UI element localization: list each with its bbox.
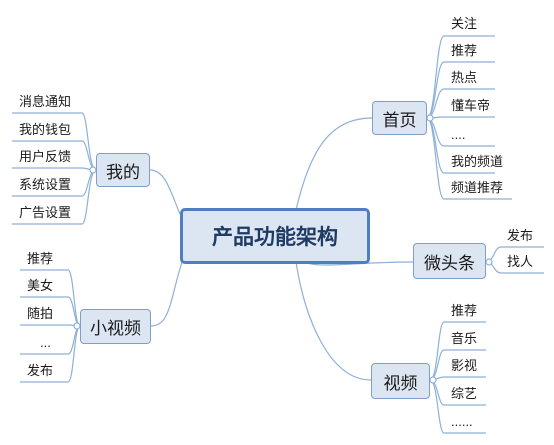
leaf-video-film[interactable]: 影视 xyxy=(451,358,478,373)
branch-micro[interactable]: 微头条 xyxy=(413,243,486,279)
leaf-home-more[interactable]: .... xyxy=(451,127,466,142)
leaf-mine-settings[interactable]: 系统设置 xyxy=(19,177,72,192)
leaf-small-beauty[interactable]: 美女 xyxy=(27,278,54,293)
leaf-home-recommend[interactable]: 推荐 xyxy=(451,43,478,58)
branch-small-video[interactable]: 小视频 xyxy=(80,309,151,344)
leaf-video-music[interactable]: 音乐 xyxy=(451,331,478,346)
leaf-video-recommend[interactable]: 推荐 xyxy=(451,303,478,318)
branch-video-label: 视频 xyxy=(383,373,418,393)
branch-micro-label: 微头条 xyxy=(424,253,475,273)
branch-home-label: 首页 xyxy=(382,110,417,130)
leaf-small-publish[interactable]: 发布 xyxy=(27,363,54,378)
leaf-small-recommend[interactable]: 推荐 xyxy=(27,251,54,266)
leaf-home-channel-recommend[interactable]: 频道推荐 xyxy=(451,180,504,195)
leaf-mine-notifications[interactable]: 消息通知 xyxy=(19,94,72,109)
branch-small-video-label: 小视频 xyxy=(90,319,141,338)
root-label: 产品功能架构 xyxy=(212,226,338,249)
root-node[interactable]: 产品功能架构 xyxy=(180,208,370,264)
leaf-mine-wallet[interactable]: 我的钱包 xyxy=(19,122,72,137)
branch-mine[interactable]: 我的 xyxy=(96,153,150,187)
leaf-small-more[interactable]: ... xyxy=(40,335,51,350)
leaf-micro-publish[interactable]: 发布 xyxy=(507,228,534,243)
leaf-micro-find-people[interactable]: 找人 xyxy=(507,254,534,269)
leaf-home-hot[interactable]: 热点 xyxy=(451,70,478,85)
leaf-small-snapshot[interactable]: 随拍 xyxy=(27,306,54,321)
branch-home[interactable]: 首页 xyxy=(372,101,427,135)
leaf-mine-ad-settings[interactable]: 广告设置 xyxy=(19,205,72,220)
leaf-video-more[interactable]: ...... xyxy=(451,414,473,429)
branch-mine-label: 我的 xyxy=(106,162,140,182)
leaf-home-follow[interactable]: 关注 xyxy=(451,16,478,31)
leaf-home-dongchedi[interactable]: 懂车帝 xyxy=(451,98,491,113)
leaf-home-my-channels[interactable]: 我的频道 xyxy=(451,154,504,169)
leaf-video-variety[interactable]: 综艺 xyxy=(451,386,478,401)
leaf-mine-feedback[interactable]: 用户反馈 xyxy=(19,149,72,164)
branch-video[interactable]: 视频 xyxy=(371,363,430,399)
